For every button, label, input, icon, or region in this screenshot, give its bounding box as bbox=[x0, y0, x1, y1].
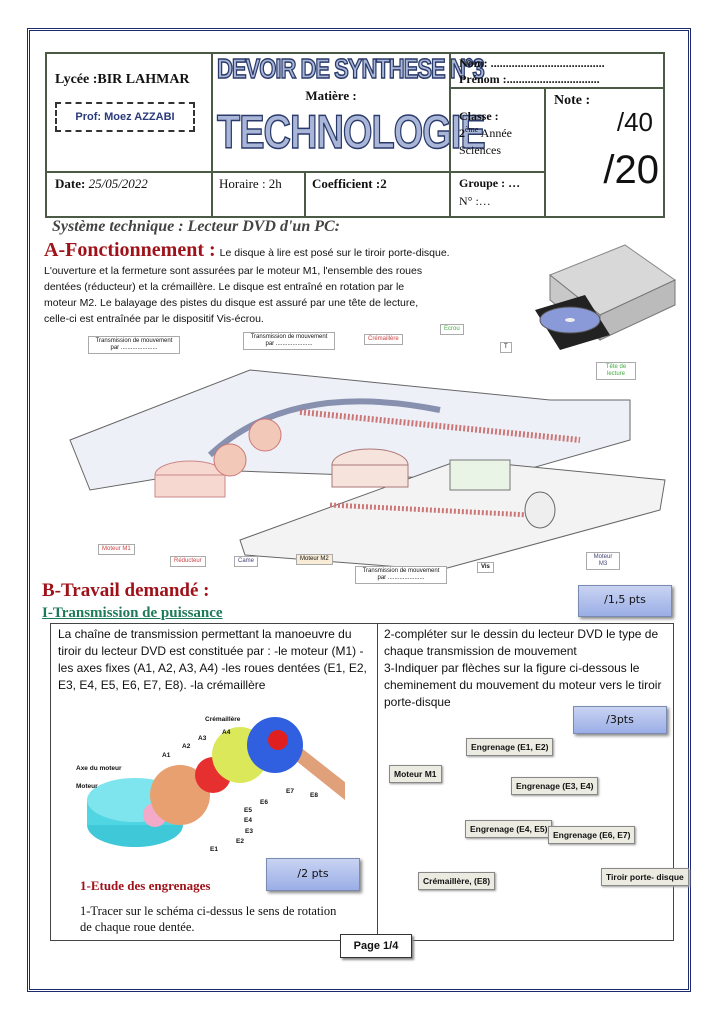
text-line: moteur M2. Le balayage des pistes du dis… bbox=[44, 297, 419, 309]
exam-duration: Horaire : 2h bbox=[219, 176, 282, 191]
coef-cell: Coefficient :2 bbox=[304, 171, 451, 218]
diagram-label-transmission-2: Transmission de mouvement par ..........… bbox=[243, 332, 335, 350]
right-instructions: 2-compléter sur le dessin du lecteur DVD… bbox=[384, 626, 672, 711]
school-name: Lycée :BIR LAHMAR bbox=[55, 72, 190, 87]
gear-label-e3: E3 bbox=[245, 828, 253, 835]
number-field[interactable]: N° :… bbox=[459, 194, 491, 208]
gear-study-text: 1-Tracer sur le schéma ci-dessus le sens… bbox=[80, 904, 337, 934]
section-a-intro: Le disque à lire est posé sur le tiroir … bbox=[219, 247, 450, 259]
points-box-2: /2 pts bbox=[266, 858, 360, 891]
dvd-mechanism-diagram bbox=[69, 369, 666, 571]
exercise-divider bbox=[377, 623, 378, 941]
subject-name: TECHNOLOGIE bbox=[216, 106, 486, 160]
gear-label-a1: A1 bbox=[162, 752, 171, 759]
group-field[interactable]: Groupe : … bbox=[459, 176, 521, 190]
points-box-1: /1,5 pts bbox=[578, 585, 672, 617]
exam-date: 25/05/2022 bbox=[88, 176, 148, 191]
coefficient: Coefficient :2 bbox=[312, 176, 387, 191]
hours-cell: Horaire : 2h bbox=[211, 171, 306, 218]
date-cell: Date: 25/05/2022 bbox=[45, 171, 213, 218]
flow-box-engrenage-e4-e5[interactable]: Engrenage (E4, E5) bbox=[465, 820, 553, 838]
gear-study-title: 1-Etude des engrenages bbox=[80, 878, 211, 893]
grade-label: Note : bbox=[554, 93, 591, 108]
name-field[interactable]: Nom: ...................................… bbox=[459, 56, 605, 70]
system-title: Système technique : Lecteur DVD d'un PC: bbox=[52, 218, 340, 235]
diagram-label-vis: Vis bbox=[477, 562, 494, 573]
grade-out-of-40: /40 bbox=[616, 107, 653, 137]
diagram-label-cremaillere: Crémaillère bbox=[364, 334, 403, 345]
section-b-subtitle: I-Transmission de puissance bbox=[42, 605, 223, 621]
gear-label-e2: E2 bbox=[236, 838, 244, 845]
flow-box-engrenage-e1-e2[interactable]: Engrenage (E1, E2) bbox=[466, 738, 554, 756]
section-b-title: B-Travail demandé : bbox=[42, 580, 210, 601]
gear-label-e7: E7 bbox=[286, 788, 294, 795]
diagram-label-transmission-3: Transmission de mouvement par ..........… bbox=[355, 566, 447, 584]
gear-label-axe-moteur: Axe du moteur bbox=[76, 765, 122, 772]
text-line: dentées (réducteur) et la crémaillère. L… bbox=[44, 281, 405, 293]
class-level: 2 bbox=[459, 126, 465, 140]
gear-label-moteur: Moteur bbox=[76, 783, 98, 790]
instruction-2: 2-compléter sur le dessin du lecteur DVD… bbox=[384, 627, 659, 658]
section-a-title: A-Fonctionnement : bbox=[44, 239, 216, 261]
page-frame bbox=[27, 28, 691, 992]
section-a-text: L'ouverture et la fermeture sont assurée… bbox=[44, 263, 524, 327]
diagram-label-moteur-m2: Moteur M2 bbox=[296, 554, 333, 565]
flow-box-moteur-m1[interactable]: Moteur M1 bbox=[389, 765, 442, 783]
date-label: Date: bbox=[55, 176, 86, 191]
class-section: Sciences bbox=[459, 143, 501, 157]
gear-label-e6: E6 bbox=[260, 799, 268, 806]
gear-label-e8: E8 bbox=[310, 792, 318, 799]
chain-description: La chaîne de transmission permettant la … bbox=[58, 627, 367, 692]
gear-train-diagram bbox=[87, 717, 345, 847]
class-label: Classe : bbox=[459, 109, 499, 123]
grade-out-of-20: /20 bbox=[603, 148, 659, 192]
diagram-label-ecrou: Ecrou bbox=[440, 324, 464, 335]
gear-label-e4: E4 bbox=[244, 817, 252, 824]
gear-label-e1: E1 bbox=[210, 846, 218, 853]
grade-cell: Note : /40 /20 bbox=[544, 87, 665, 218]
text-line: L'ouverture et la fermeture sont assurée… bbox=[44, 265, 423, 277]
instruction-3: 3-Indiquer par flèches sur la figure ci-… bbox=[384, 661, 662, 709]
diagram-label-t: T bbox=[500, 342, 512, 353]
gear-label-e5: E5 bbox=[244, 807, 252, 814]
class-cell: Classe : 2ème Année Sciences bbox=[449, 87, 546, 173]
diagram-label-moteur-m3: Moteur M3 bbox=[586, 552, 620, 570]
gear-label-a3: A3 bbox=[198, 735, 207, 742]
gear-label-a2: A2 bbox=[182, 743, 191, 750]
class-sup: ème bbox=[465, 125, 479, 134]
exam-title: DEVOIR DE SYNTHESE N°3 bbox=[216, 52, 485, 84]
gear-label-cremaillere: Crémaillère bbox=[205, 716, 241, 723]
diagram-label-reducteur: Réducteur bbox=[170, 556, 206, 567]
subject-label: Matière : bbox=[305, 88, 357, 103]
gear-label-a4: A4 bbox=[222, 729, 231, 736]
class-year: Année bbox=[480, 126, 512, 140]
flow-box-cremaillere-e8[interactable]: Crémaillère, (E8) bbox=[418, 872, 496, 890]
diagram-label-transmission-1: Transmission de mouvement par ..........… bbox=[88, 336, 180, 354]
teacher-stamp: Prof: Moez AZZABI bbox=[55, 102, 195, 132]
firstname-field[interactable]: Prénom :............................... bbox=[459, 72, 600, 86]
name-cell: Nom: ...................................… bbox=[449, 52, 665, 89]
flow-box-engrenage-e3-e4[interactable]: Engrenage (E3, E4) bbox=[511, 777, 599, 795]
diagram-label-moteur-m1: Moteur M1 bbox=[98, 544, 135, 555]
diagram-label-tete-lecture: Tête de lecture bbox=[596, 362, 636, 380]
flow-box-tiroir[interactable]: Tiroir porte- disque bbox=[601, 868, 689, 886]
diagram-label-came: Came bbox=[234, 556, 259, 567]
flow-box-engrenage-e6-e7[interactable]: Engrenage (E6, E7) bbox=[548, 826, 636, 844]
page-number: Page 1/4 bbox=[340, 934, 412, 958]
school-cell: Lycée :BIR LAHMAR Prof: Moez AZZABI bbox=[45, 52, 213, 173]
text-line: celle-ci est entraînée par le dispositif… bbox=[44, 313, 264, 325]
dvd-drive-photo bbox=[535, 244, 676, 350]
points-box-3: /3pts bbox=[573, 706, 667, 734]
title-cell: DEVOIR DE SYNTHESE N°3 Matière : TECHNOL… bbox=[211, 52, 486, 173]
group-cell: Groupe : … N° :… bbox=[449, 171, 546, 218]
